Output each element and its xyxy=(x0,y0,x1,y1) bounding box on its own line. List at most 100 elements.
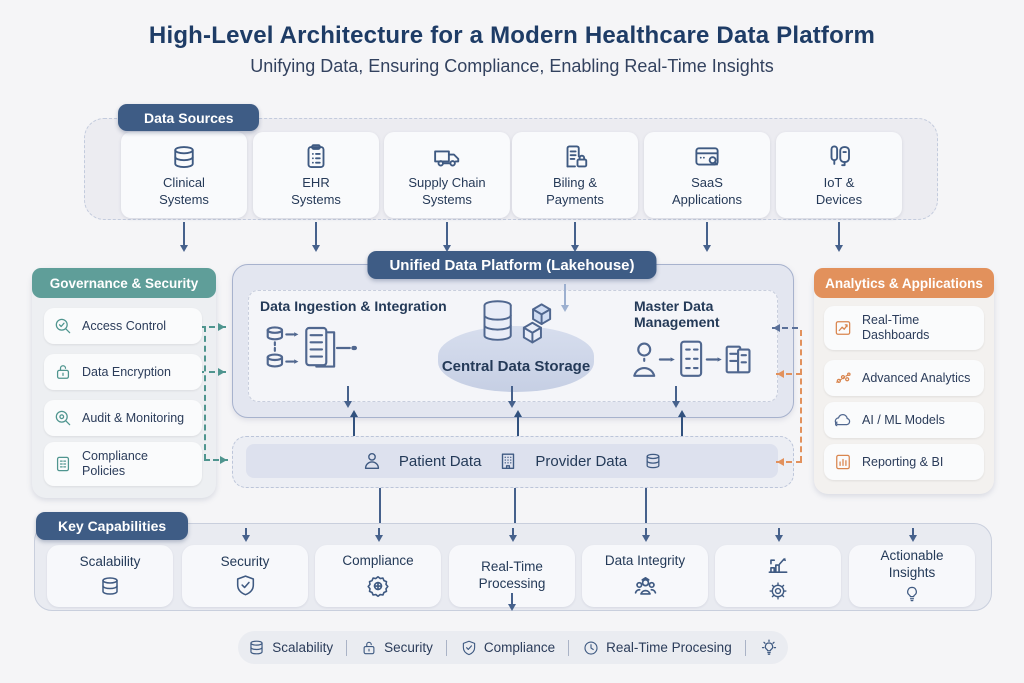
master-data-flow-icon xyxy=(630,338,758,381)
scatter-plot-icon xyxy=(833,368,853,388)
analytics-item-label: Reporting & BI xyxy=(862,454,944,469)
flow-arrow-down xyxy=(344,386,352,408)
database-icon xyxy=(98,574,122,598)
analytics-arrow-left xyxy=(776,370,802,378)
bar-chart-icon xyxy=(833,452,853,472)
flow-arrow-down xyxy=(511,488,519,530)
legend-divider xyxy=(445,639,447,656)
capability-card-scalability: Scalability xyxy=(47,545,173,607)
governance-item-label: Data Encryption xyxy=(82,364,171,379)
flow-arrow-down xyxy=(443,222,451,252)
legend-label: Compliance xyxy=(483,640,556,655)
capability-label: Real-Time Processing xyxy=(478,559,546,591)
flow-arrow-up xyxy=(514,410,522,440)
legend-item-insights xyxy=(759,638,779,658)
analytics-item-advanced-analytics: Advanced Analytics xyxy=(824,360,984,396)
legend-label: Scalability xyxy=(272,640,334,655)
flow-arrow-down xyxy=(909,528,917,542)
database-icon xyxy=(247,638,266,657)
data-sources-pill: Data Sources xyxy=(118,104,260,131)
governance-item-data-encryption: Data Encryption xyxy=(44,354,202,390)
iot-devices-icon xyxy=(824,142,854,172)
analytics-header: Analytics & Applications xyxy=(814,268,994,298)
truck-icon xyxy=(432,142,462,172)
governance-connector-line xyxy=(204,326,206,460)
flow-arrow-down xyxy=(376,488,384,530)
data-ingestion-flow-icon xyxy=(262,322,362,374)
clipboard-icon xyxy=(301,142,331,172)
badge-icon xyxy=(365,573,391,599)
governance-label: Governance & Security xyxy=(49,275,199,291)
flow-arrow-down xyxy=(508,386,516,408)
source-card-label: Clinical Systems xyxy=(159,175,209,207)
source-card-iot-devices: IoT & Devices xyxy=(776,132,902,218)
analytics-item-ai-ml-models: AI / ML Models xyxy=(824,402,984,438)
clock-icon xyxy=(582,639,600,657)
browser-icon xyxy=(692,142,722,172)
policy-document-icon xyxy=(53,454,73,474)
unified-platform-pill: Unified Data Platform (Lakehouse) xyxy=(367,251,657,279)
central-storage-label: Central Data Storage xyxy=(441,358,591,375)
gear-icon xyxy=(767,580,789,602)
source-card-clinical-systems: Clinical Systems xyxy=(121,132,247,218)
source-card-label: Supply Chain Systems xyxy=(408,175,486,207)
source-card-label: Biling & Payments xyxy=(546,175,604,207)
flow-arrow-down xyxy=(642,488,650,530)
source-card-label: SaaS Applications xyxy=(671,175,743,207)
key-capabilities-pill: Key Capabilities xyxy=(36,512,189,540)
governance-item-audit-monitoring: Audit & Monitoring xyxy=(44,400,202,436)
analytics-item-realtime-dashboards: Real-Time Dashboards xyxy=(824,306,984,350)
flow-arrow-down xyxy=(242,528,250,542)
receipt-lock-icon xyxy=(560,142,590,172)
lock-icon xyxy=(53,362,73,382)
capability-card-data-integrity: Data Integrity xyxy=(582,545,708,607)
legend-item-security: Security xyxy=(360,639,433,657)
page-title: High-Level Architecture for a Modern Hea… xyxy=(148,22,876,49)
unified-platform-label: Unified Data Platform (Lakehouse) xyxy=(389,256,635,274)
person-icon xyxy=(361,450,383,472)
database-icon xyxy=(169,142,199,172)
legend-item-scalability: Scalability xyxy=(247,638,333,657)
source-card-supply-chain: Supply Chain Systems xyxy=(384,132,510,218)
analytics-item-label: Advanced Analytics xyxy=(862,370,971,385)
governance-item-label: Compliance Policies xyxy=(82,449,149,478)
people-group-icon xyxy=(632,572,659,599)
building-icon xyxy=(497,450,519,472)
database-icon xyxy=(643,451,663,471)
legend-bar: Scalability Security Compliance Real-Tim… xyxy=(238,631,788,664)
flow-arrow-down xyxy=(642,528,650,542)
lock-icon xyxy=(360,639,378,657)
capability-card-actionable-insights: Actionable Insights xyxy=(849,545,975,607)
flow-arrow-down xyxy=(703,222,711,252)
capability-label: Scalability xyxy=(79,554,141,570)
governance-arrow-right xyxy=(198,323,226,331)
source-card-billing-payments: Biling & Payments xyxy=(512,132,638,218)
analytics-item-label: AI / ML Models xyxy=(862,412,945,427)
pill-to-storage-arrow xyxy=(561,284,569,312)
central-storage-cylinder xyxy=(438,326,594,392)
capability-label: Data Integrity xyxy=(604,552,686,568)
cloud-icon xyxy=(833,410,853,430)
analytics-label: Analytics & Applications xyxy=(825,275,983,291)
legend-divider xyxy=(568,639,570,656)
data-sources-label: Data Sources xyxy=(144,109,234,126)
governance-arrow-right xyxy=(198,368,226,376)
governance-header: Governance & Security xyxy=(32,268,216,298)
flow-arrow-up xyxy=(678,410,686,440)
legend-divider xyxy=(346,639,348,656)
flow-arrow-down xyxy=(835,222,843,252)
legend-divider xyxy=(744,639,746,656)
analytics-connector-line xyxy=(800,330,802,462)
flow-arrow-down xyxy=(375,528,383,542)
storage-stack-icon xyxy=(474,296,558,349)
flow-arrow-down xyxy=(571,222,579,252)
data-bar: Patient Data Provider Data xyxy=(246,444,778,478)
capability-label: Compliance xyxy=(342,553,414,569)
shield-check-icon xyxy=(460,639,478,657)
mdm-title: Master Data Management xyxy=(634,298,720,330)
flow-arrow-up xyxy=(350,410,358,440)
source-card-ehr-systems: EHR Systems xyxy=(253,132,379,218)
legend-label: Real-Time Procesing xyxy=(606,640,732,655)
legend-item-compliance: Compliance xyxy=(460,639,555,657)
analytics-item-reporting-bi: Reporting & BI xyxy=(824,444,984,480)
